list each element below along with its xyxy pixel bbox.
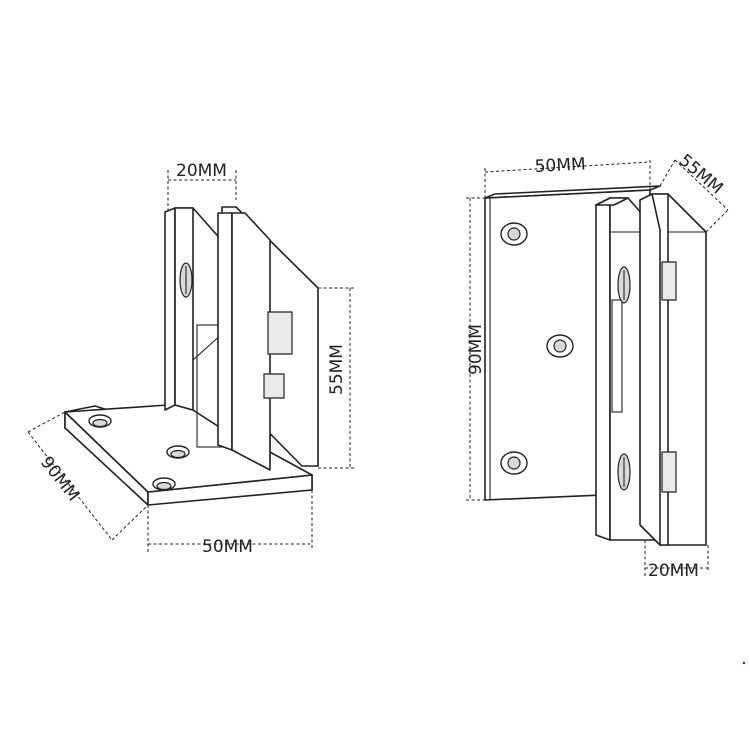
left-clamp-plates xyxy=(217,206,319,471)
left-dim-height: 55MM xyxy=(327,344,347,395)
speck-mark xyxy=(742,661,746,665)
left-hinge-view: 20MM 55MM 90MM 50MM xyxy=(27,161,355,557)
right-dim-bottom-width: 20MM xyxy=(648,561,699,581)
right-hinge-view: 50MM 55MM 90MM 20MM xyxy=(466,151,729,581)
right-clamp-plate-back xyxy=(639,193,707,546)
right-dim-top-width: 50MM xyxy=(534,154,586,177)
left-dim-top-width: 20MM xyxy=(176,161,227,181)
left-dim-depth: 90MM xyxy=(36,453,83,505)
right-dim-height: 90MM xyxy=(466,324,486,375)
left-dim-base-width: 50MM xyxy=(202,537,253,557)
right-dim-depth: 55MM xyxy=(675,151,727,199)
left-base-plate xyxy=(64,403,313,506)
